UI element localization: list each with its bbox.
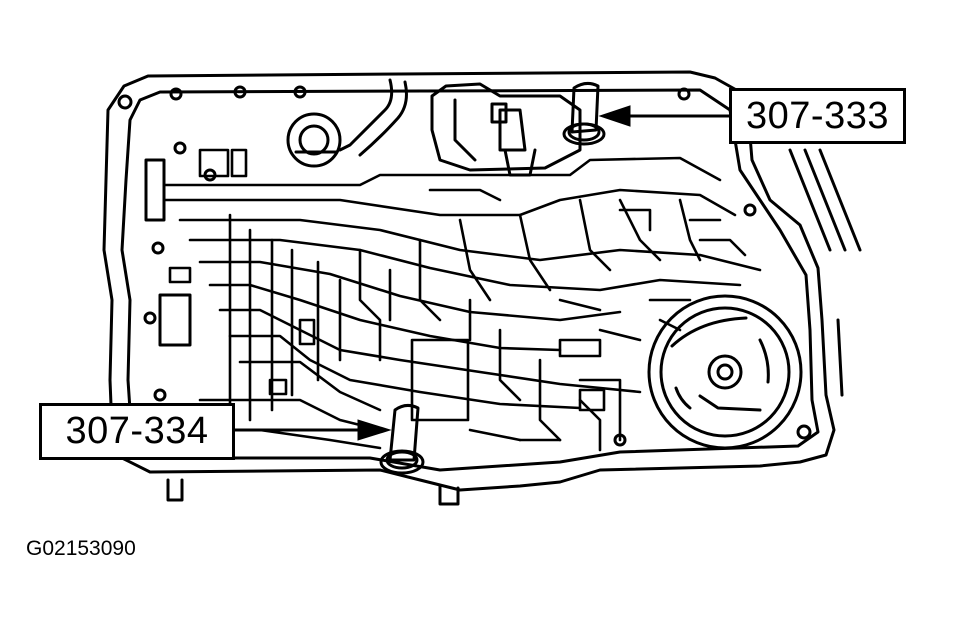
tool-307-334-pin: [379, 403, 425, 475]
connector-ring: [286, 112, 342, 168]
callout-arrows: [235, 105, 729, 441]
bolt-holes: [117, 85, 812, 447]
tool-callout-307-334: 307-334: [39, 403, 235, 460]
tool-307-333-pin: [562, 81, 606, 146]
tool-callout-307-333: 307-333: [729, 88, 906, 144]
inner-outline: [120, 88, 820, 472]
fluid-passages: [163, 148, 762, 452]
hose: [338, 78, 394, 152]
accumulator: [647, 294, 803, 450]
figure-id-label: G02153090: [26, 537, 136, 560]
